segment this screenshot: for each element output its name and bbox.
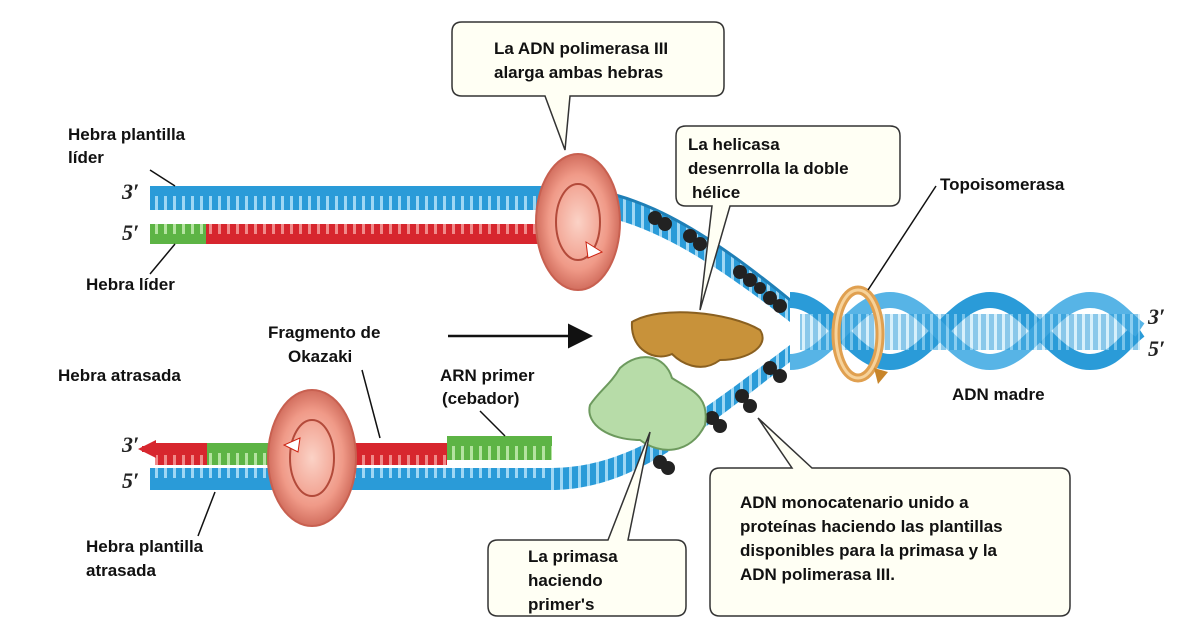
polymerase-clamp-icon: [535, 153, 621, 291]
polymerase-callout-line1: La ADN polimerasa III: [494, 39, 668, 58]
rna-primer-label-line1: ARN primer: [440, 366, 535, 385]
topoisomerase-label: Topoisomerasa: [940, 175, 1065, 194]
primase-callout-line1: La primasa: [528, 547, 618, 566]
leading-template-pointer: [149, 169, 176, 187]
ssb-callout-line3: disponibles para la primasa y la: [740, 541, 998, 560]
primase-callout: La primasa haciendo primer's: [487, 431, 687, 617]
helicase-callout-line3: hélice: [692, 183, 740, 202]
leading-5-end-label: 5′: [122, 220, 139, 245]
leading-3-end-label: 3′: [121, 179, 139, 204]
helicase-callout-line1: La helicasa: [688, 135, 780, 154]
topoisomerase-ring-icon: [831, 285, 888, 384]
okazaki-label-line2: Okazaki: [288, 347, 352, 366]
single-strand-binding-protein-icon: [648, 211, 787, 475]
rna-primer-pointer: [479, 410, 506, 437]
primase-callout-line3: primer's: [528, 595, 594, 614]
lagging-strand-label: Hebra atrasada: [58, 366, 181, 385]
helicase-icon: [630, 311, 764, 368]
helicase-callout-line2: desenrrolla la doble: [688, 159, 849, 178]
parent-double-helix: [789, 291, 1145, 371]
helix-5-end-label: 5′: [1148, 336, 1165, 361]
okazaki-pointer: [361, 369, 381, 439]
helicase-callout: La helicasa desenrrolla la doble hélice: [675, 125, 901, 311]
helix-3-end-label: 3′: [1147, 304, 1165, 329]
rna-primer-label-line2: (cebador): [442, 389, 519, 408]
polymerase-callout: La ADN polimerasa III alarga ambas hebra…: [451, 21, 725, 151]
leading-new-strand: [150, 224, 596, 244]
ssb-callout-line1: ADN monocatenario unido a: [740, 493, 969, 512]
parent-dna-label: ADN madre: [952, 385, 1045, 404]
ssb-callout-line4: ADN polimerasa III.: [740, 565, 895, 584]
leading-template-label-line2: líder: [68, 148, 104, 167]
ssb-callout-line2: proteínas haciendo las plantillas: [740, 517, 1003, 536]
lagging-5-end-label: 5′: [122, 468, 139, 493]
leading-strand-pointer: [149, 243, 176, 275]
primase-icon: [588, 356, 707, 451]
primase-callout-line2: haciendo: [528, 571, 603, 590]
lagging-template-label-line2: atrasada: [86, 561, 156, 580]
ssb-callout: ADN monocatenario unido a proteínas haci…: [709, 417, 1071, 617]
polymerase-clamp-lagging-icon: [267, 389, 357, 527]
leading-strand-label: Hebra líder: [86, 275, 175, 294]
leading-template-label-line1: Hebra plantilla: [68, 125, 186, 144]
lagging-template-label-line1: Hebra plantilla: [86, 537, 204, 556]
topoisomerase-pointer: [867, 185, 937, 291]
okazaki-label-line1: Fragmento de: [268, 323, 380, 342]
lagging-3-end-label: 3′: [121, 432, 139, 457]
lagging-template-pointer: [197, 491, 216, 537]
polymerase-callout-line2: alarga ambas hebras: [494, 63, 663, 82]
